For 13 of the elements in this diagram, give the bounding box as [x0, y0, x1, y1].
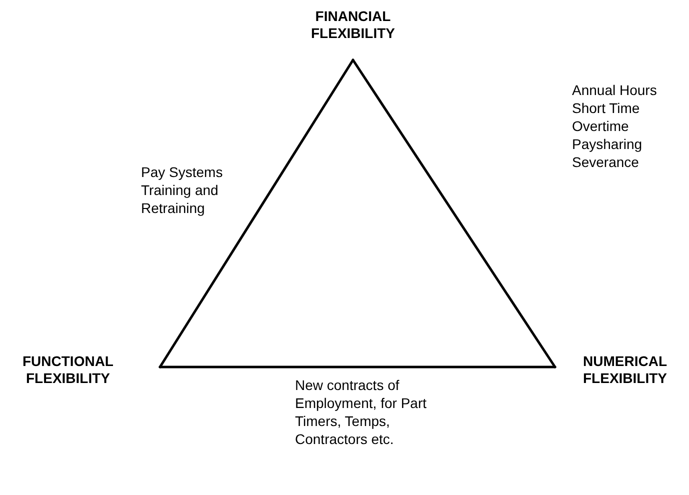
side-note: Severance — [572, 153, 640, 171]
corner-label: NUMERICAL FLEXIBILITY — [582, 353, 668, 387]
side-note: Short Time — [572, 99, 641, 117]
side-note: Pay Systems Training and Retraining — [141, 163, 224, 217]
triangle-side — [158, 58, 354, 368]
side-note: Overtime — [572, 117, 630, 135]
corner-label: FUNCTIONAL FLEXIBILITY — [22, 353, 114, 387]
side-note: Paysharing — [572, 135, 644, 153]
triangle-side — [352, 58, 556, 368]
side-note: Annual Hours — [572, 81, 658, 99]
triangle-side — [158, 366, 556, 368]
side-note: New contracts of Employment, for Part Timers, Temps, Contractors etc. — [295, 376, 427, 448]
corner-label: FINANCIAL FLEXIBILITY — [310, 8, 396, 42]
